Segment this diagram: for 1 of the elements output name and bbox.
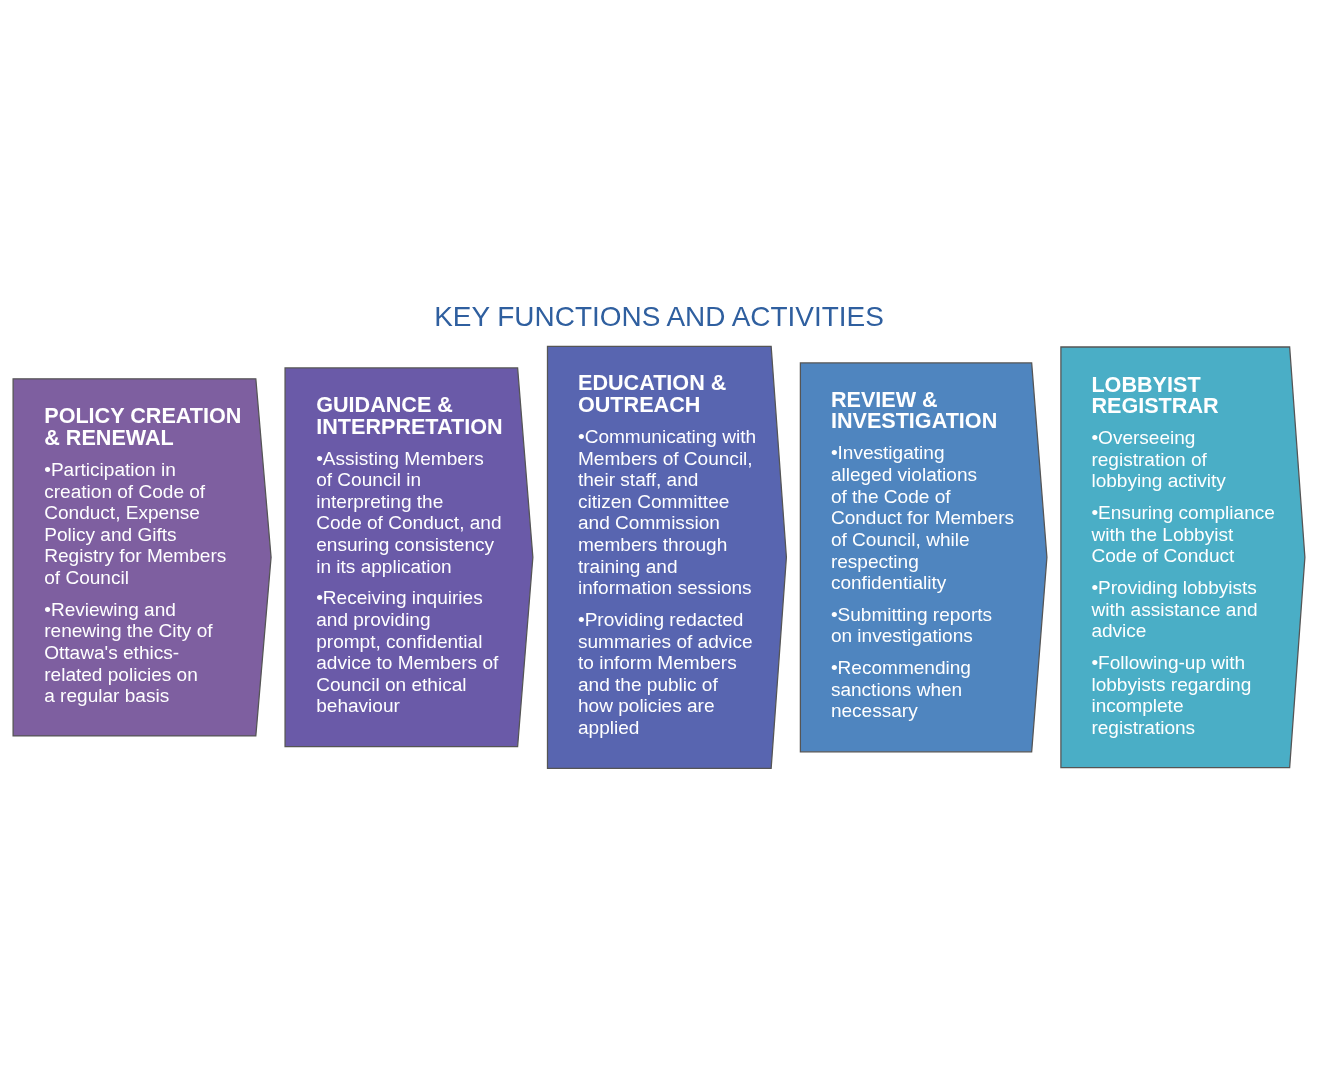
diagram-title: KEY FUNCTIONS AND ACTIVITIES <box>434 300 884 332</box>
